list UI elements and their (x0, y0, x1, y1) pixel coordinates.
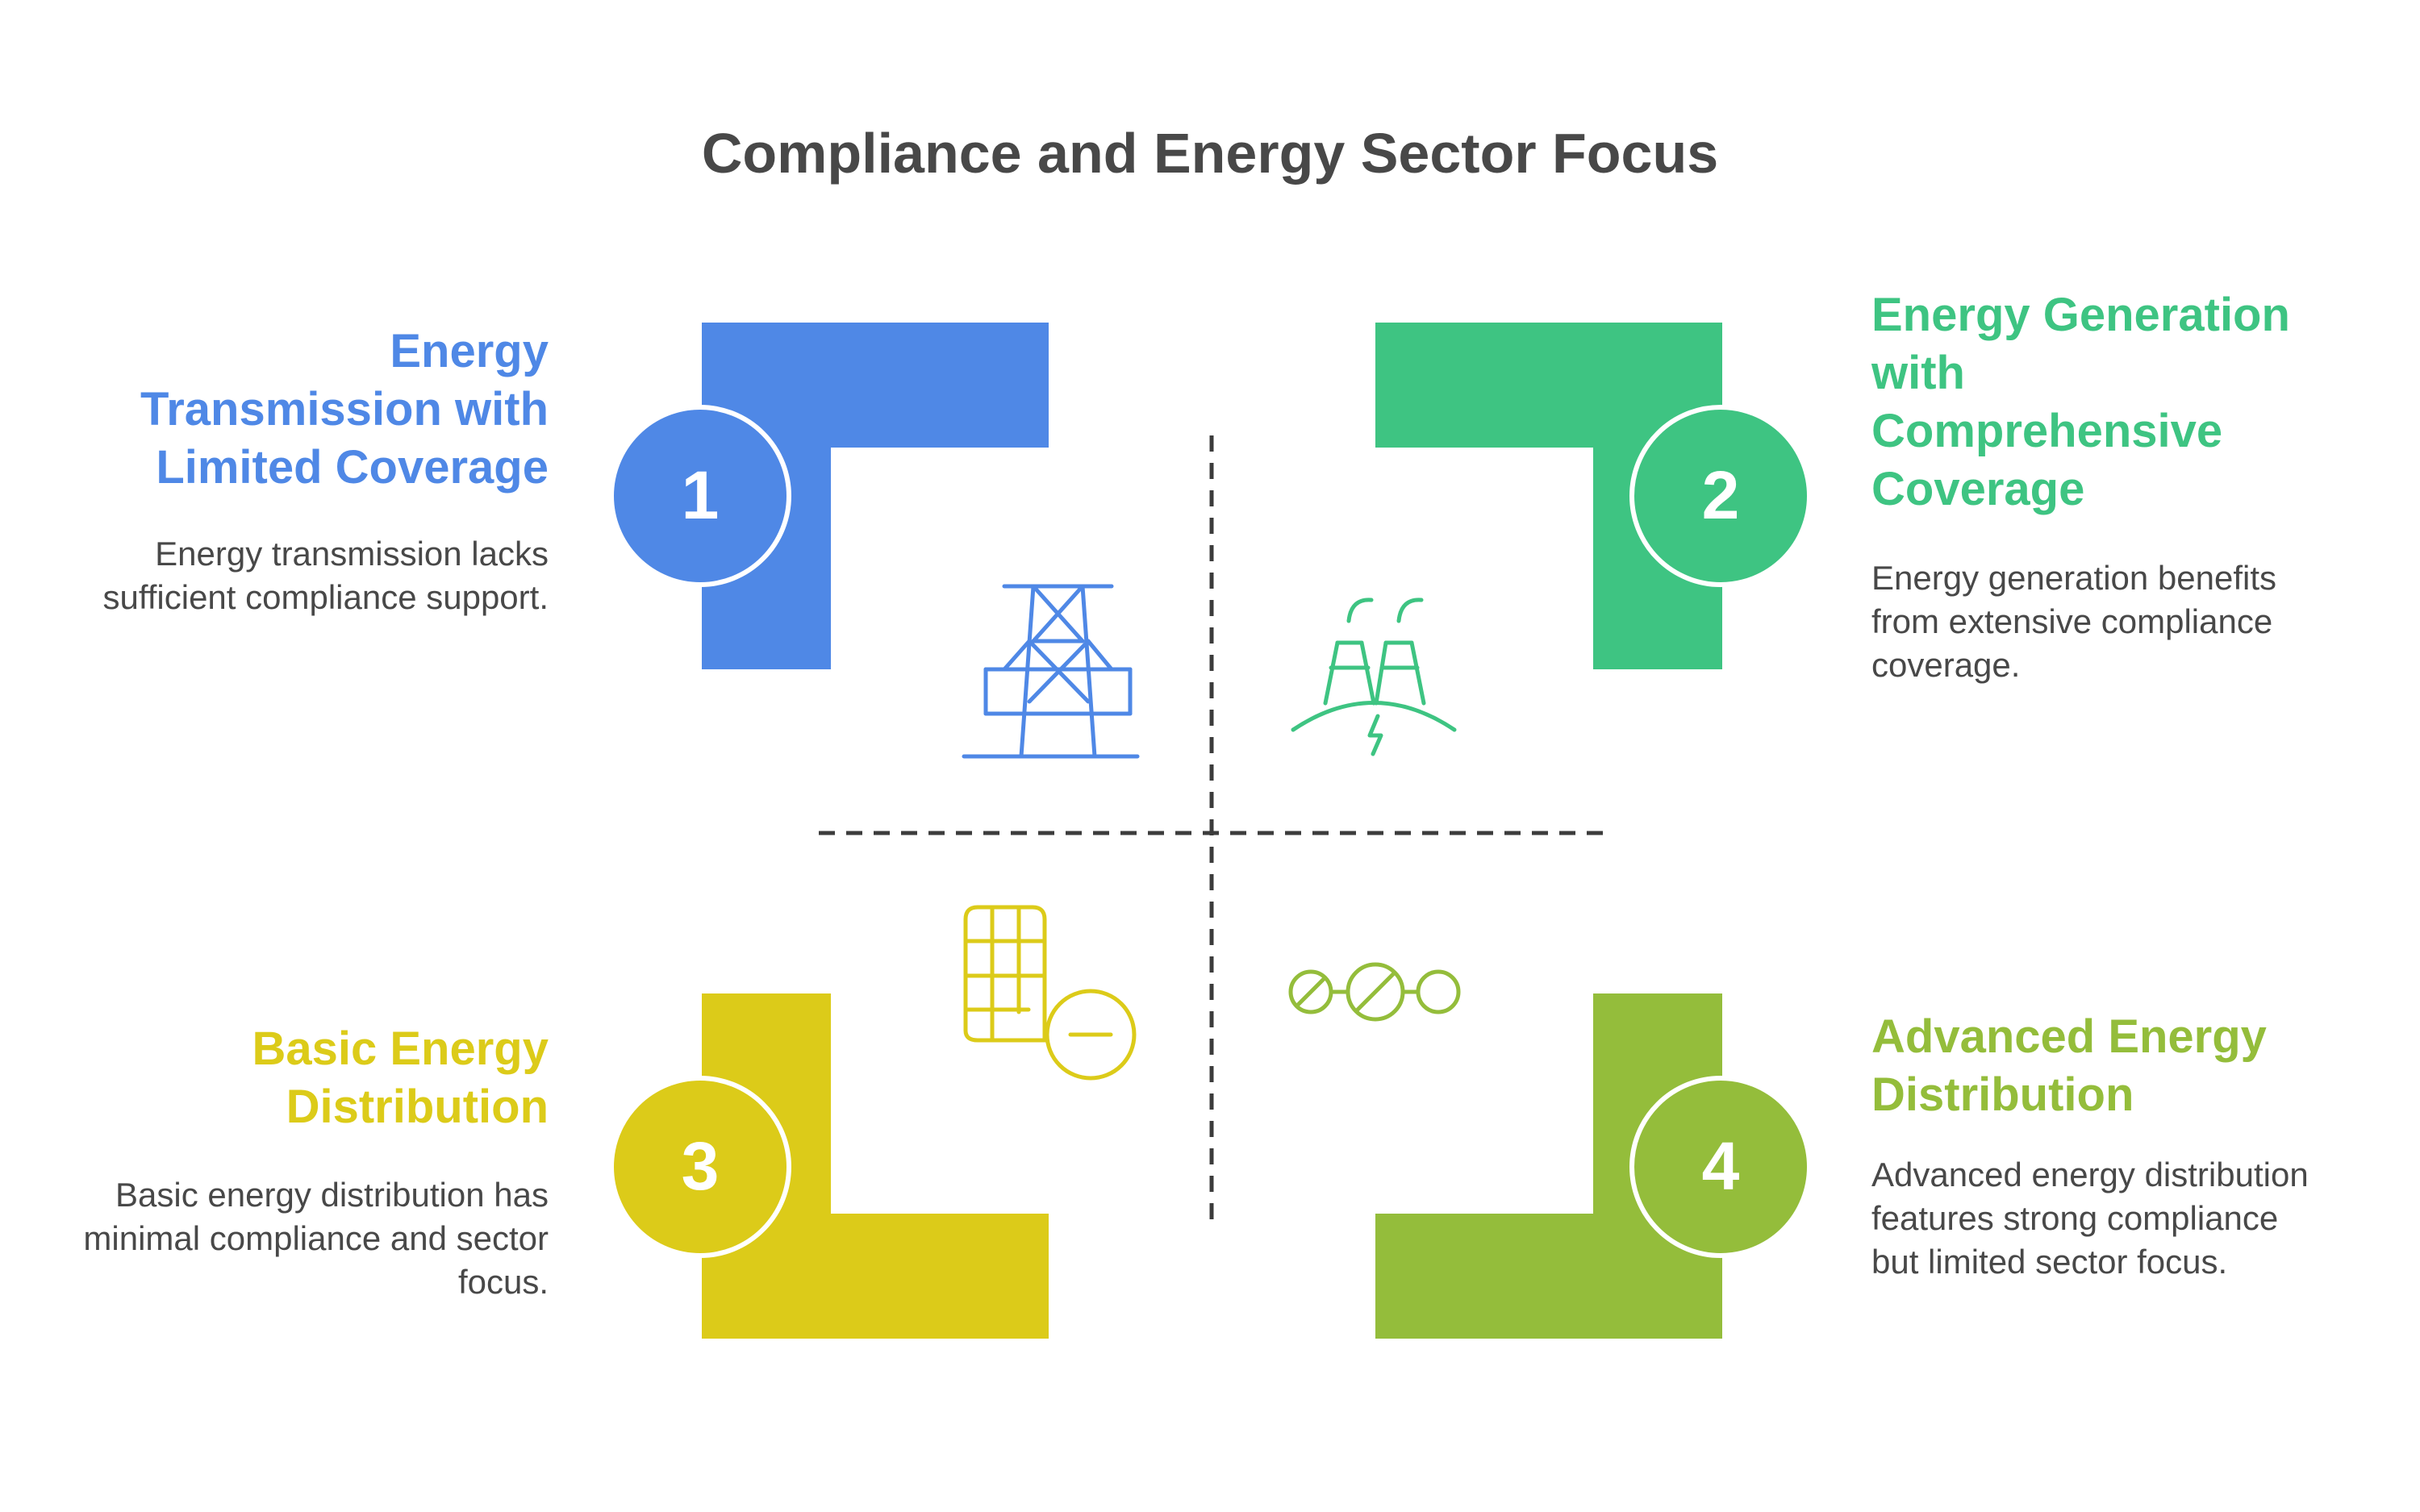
quadrant-1-heading: Energy Transmission with Limited Coverag… (140, 325, 549, 494)
number-badge-1-label: 1 (682, 457, 720, 533)
quadrant-3-heading: Basic Energy Distribution (252, 1023, 549, 1133)
bracket-1 (702, 323, 1049, 669)
number-badge-4: 4 (1629, 1076, 1812, 1258)
quadrant-3-description: Basic energy distribution has minimal co… (83, 1176, 549, 1301)
number-badge-1: 1 (609, 405, 791, 587)
connected-nodes-icon (1288, 962, 1461, 1022)
quadrant-4-heading: Advanced Energy Distribution (1871, 1010, 2267, 1121)
number-badge-2-label: 2 (1702, 457, 1740, 533)
number-badge-3: 3 (609, 1076, 791, 1258)
number-badge-2: 2 (1629, 405, 1812, 587)
quadrant-2-heading: Energy Generation with Comprehensive Cov… (1871, 289, 2290, 515)
bracket-4 (1375, 993, 1722, 1339)
bracket-2 (1375, 323, 1722, 669)
bracket-3 (702, 993, 1049, 1339)
quadrant-2-description: Energy generation benefits from extensiv… (1871, 559, 2277, 684)
number-badge-3-label: 3 (682, 1128, 720, 1204)
quadrant-4-description: Advanced energy distribution features st… (1871, 1156, 2309, 1281)
quadrant-1-description: Energy transmission lacks sufficient com… (102, 535, 549, 616)
number-badge-4-label: 4 (1702, 1128, 1740, 1204)
transmission-tower-icon (962, 584, 1140, 759)
power-plant-icon (1291, 598, 1457, 756)
diagram-title: Compliance and Energy Sector Focus (701, 122, 1719, 185)
grid-minus-icon (963, 905, 1137, 1081)
